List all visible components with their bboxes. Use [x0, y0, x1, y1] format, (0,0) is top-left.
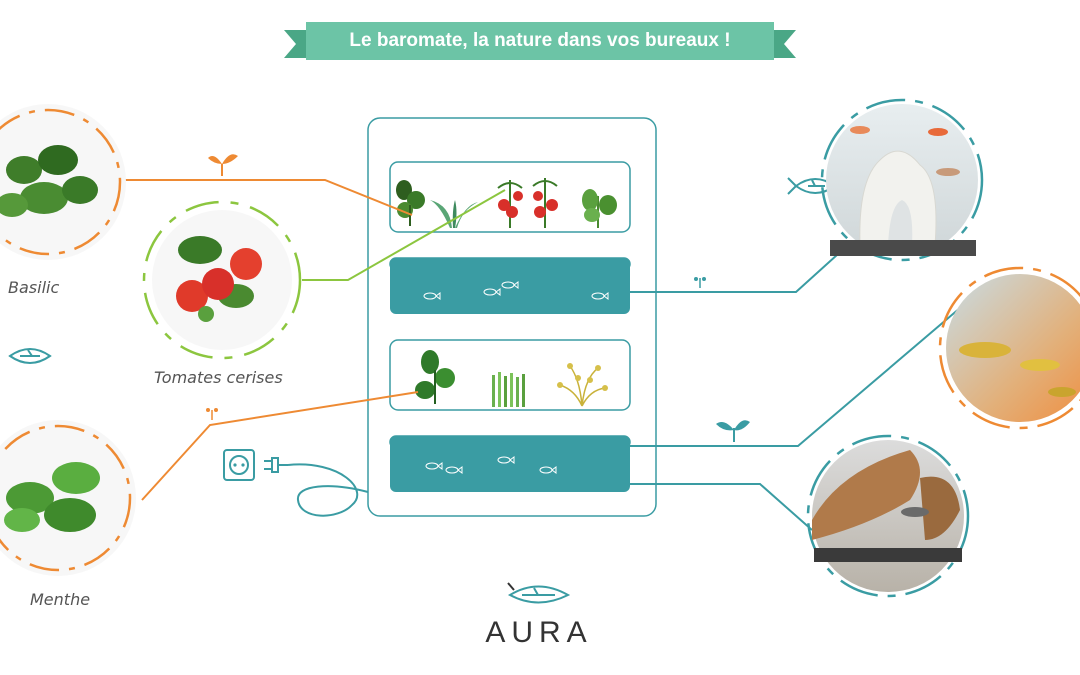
label-tomates-cerises: Tomates cerises [154, 368, 283, 387]
basilic-connector [118, 179, 413, 216]
fish-tank-bottom [390, 436, 630, 492]
menthe-connector [141, 391, 419, 501]
seedling-plant-icon [430, 200, 478, 228]
fish-icon [501, 281, 519, 289]
power-outlet-icon [223, 449, 255, 481]
fish-icon [539, 466, 557, 474]
banner-ribbon [284, 22, 796, 60]
tank1-connector [630, 244, 849, 293]
sprout-icon [694, 277, 706, 288]
connector-lines [118, 179, 961, 531]
shelf-bottom-plants [415, 350, 608, 407]
fish-icon [483, 288, 501, 296]
basilic-photo [0, 104, 126, 260]
sprout-icon [208, 154, 238, 176]
tank-fish [423, 281, 609, 474]
plant-shelf-bottom [389, 339, 631, 411]
fish-icon [591, 292, 609, 300]
leafy-plant-icon [582, 189, 617, 228]
fish-icon [497, 456, 515, 464]
fish-icon [423, 292, 441, 300]
aquarium-coral-photo [820, 98, 984, 262]
fish-icon [445, 466, 463, 474]
aura-logo-icon [507, 582, 571, 604]
shelf-top-plants [396, 178, 617, 228]
tank2-connector-b [630, 483, 813, 531]
baromate-unit [367, 117, 657, 517]
fish-icon [425, 462, 443, 470]
brand-name: AURA [485, 616, 593, 649]
grass-plant-icon [492, 372, 525, 407]
leaf-fish-icon [8, 348, 52, 364]
fish-tank-top [390, 258, 630, 314]
aquarium-fish-photo [938, 266, 1080, 430]
aquarium-wood-photo [806, 434, 970, 598]
label-basilic: Basilic [8, 278, 60, 297]
menthe-photo [0, 420, 136, 576]
tank2-connector-a [630, 307, 961, 447]
tomato-plant-icon [497, 178, 558, 228]
power-plug-icon [264, 457, 369, 517]
tomates-photo [142, 200, 302, 360]
algae-plant-icon [557, 363, 608, 407]
label-menthe: Menthe [30, 590, 91, 609]
plant-shelf-top [389, 161, 631, 233]
tomates-connector [302, 189, 506, 281]
basil-plant-icon [396, 180, 425, 226]
sprout-icon [716, 420, 750, 442]
mint-plant-icon [415, 350, 455, 404]
sprout-icon [206, 408, 218, 420]
banner-title: Le baromate, la nature dans vos bureaux … [349, 30, 731, 51]
